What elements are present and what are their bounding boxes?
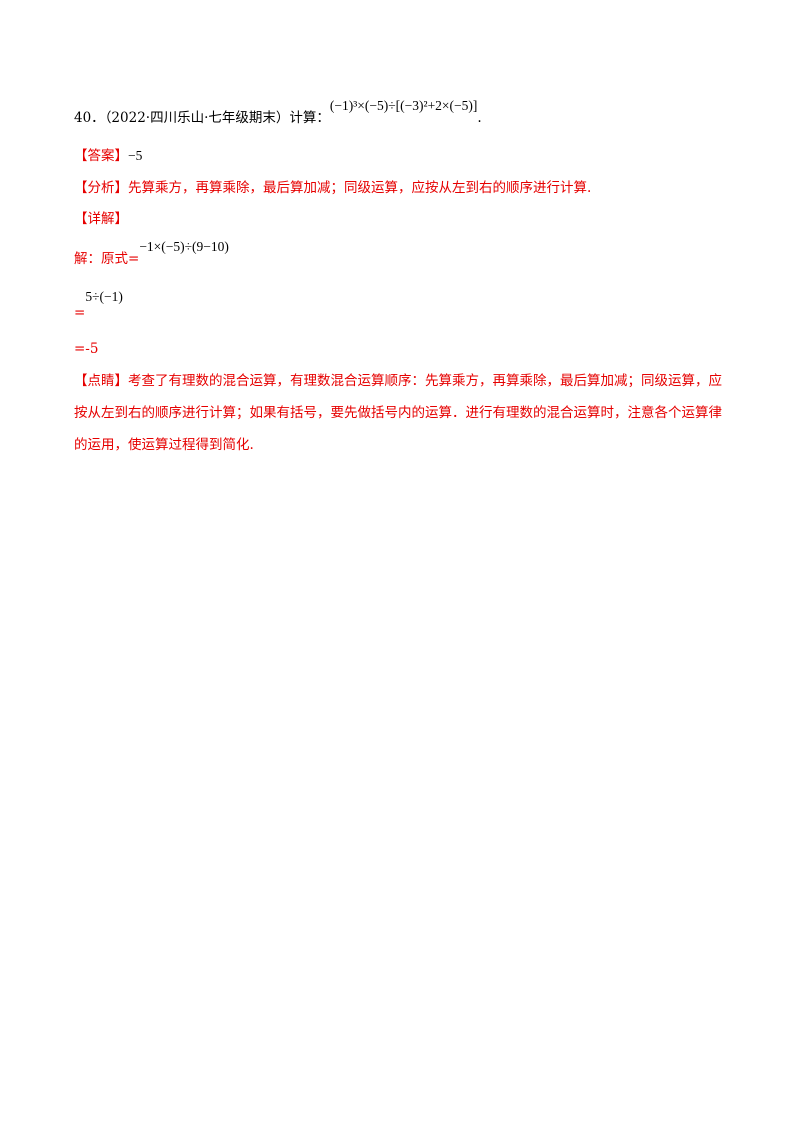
analysis-label: 【分析】 [74, 180, 128, 196]
solution-step-2: =5÷(−1) [74, 289, 123, 321]
solution-step-1-expression: −1×(−5)÷(9−10) [139, 239, 229, 254]
solution-step-1: 解：原式=−1×(−5)÷(9−10) [74, 239, 229, 269]
question-number: 40． [74, 110, 105, 126]
analysis-line: 【分析】先算乘方，再算乘除，最后算加减；同级运算，应按从左到右的顺序进行计算. [74, 178, 591, 198]
solution-step-2-prefix: = [74, 305, 86, 321]
comment-paragraph: 【点睛】考查了有理数的混合运算，有理数混合运算顺序：先算乘方，再算乘除，最后算加… [74, 365, 734, 461]
comment-text: 考查了有理数的混合运算，有理数混合运算顺序：先算乘方，再算乘除，最后算加减；同级… [74, 373, 722, 453]
analysis-text: 先算乘方，再算乘除，最后算加减；同级运算，应按从左到右的顺序进行计算. [128, 180, 592, 196]
answer-value: −5 [128, 148, 143, 163]
solution-step-2-expression: 5÷(−1) [85, 289, 123, 304]
solution-step-3: =-5 [74, 339, 98, 359]
detail-label: 【详解】 [74, 211, 128, 227]
answer-label: 【答案】 [74, 148, 128, 164]
detail-line: 【详解】 [74, 209, 128, 229]
question-end: . [477, 110, 482, 126]
comment-label: 【点睛】 [74, 373, 128, 389]
solution-step-1-prefix: 解：原式= [74, 251, 140, 267]
solution-step-3-text: =-5 [74, 341, 99, 357]
question-expression: (−1)³×(−5)÷[(−3)²+2×(−5)] [329, 98, 478, 113]
question-line: 40．（2022·四川乐山·七年级期末）计算：(−1)³×(−5)÷[(−3)²… [74, 98, 482, 128]
answer-line: 【答案】−5 [74, 146, 142, 166]
question-source: （2022·四川乐山·七年级期末）计算： [104, 110, 330, 126]
